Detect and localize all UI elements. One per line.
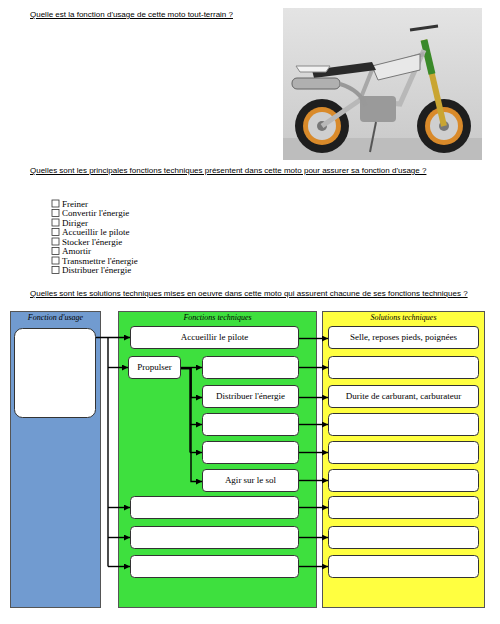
motorbike-photo [303, 107, 341, 145]
checkbox [52, 200, 59, 274]
layout-arrow [299, 452, 328, 453]
box-label: Propulser [137, 362, 172, 373]
box-label: Accueillir le pilote [181, 332, 248, 343]
checklist-item: Convertir l'énergie [62, 208, 129, 218]
connector-layer [181, 339, 328, 482]
box-label: Distribuer l'énergie [216, 391, 285, 402]
empty-answer-box [131, 497, 299, 519]
question-text: Quelles sont les solutions techniques mi… [30, 289, 492, 299]
empty-answer-box [203, 357, 299, 379]
checkbox [52, 200, 59, 207]
empty-answer-box [15, 329, 96, 418]
checkbox [52, 257, 59, 264]
checklist-item: Freiner [62, 199, 88, 209]
layout-arrow [96, 338, 328, 567]
column-panel: Fonctions techniquesAccueillir le pilote… [118, 311, 317, 608]
column-heading: Fonctions techniques [118, 313, 317, 323]
checkbox [52, 229, 59, 236]
layout-arrow [299, 507, 328, 508]
empty-answer-box [329, 556, 479, 578]
motorbike-photo [292, 78, 340, 89]
function-box: Distribuer l'énergie [202, 385, 299, 408]
function-box: Selle, reposes pieds, poignées [328, 326, 479, 349]
box-label: Durite de carburant, carburateur [346, 391, 461, 402]
empty-answer-box [329, 527, 479, 549]
motorbike-photo [372, 54, 420, 80]
layout-arrow [299, 566, 328, 567]
layout-arrow [190, 424, 202, 425]
empty-answer-box [131, 556, 299, 578]
motorbike-photo [424, 40, 444, 126]
function-box: Accueillir le pilote [130, 326, 299, 349]
checkbox [52, 210, 59, 217]
question-text: Quelle est la fonction d'usage de cette … [30, 10, 280, 20]
box-label: Selle, reposes pieds, poignées [350, 332, 457, 343]
motorbike-photo [295, 99, 349, 153]
box-label: Agir sur le sol [225, 475, 276, 486]
empty-answer-box [203, 414, 299, 436]
layout-arrow [96, 337, 130, 338]
motorbike-photo [424, 40, 432, 74]
motorbike-photo [283, 8, 482, 160]
checklist-item: Accueillir le pilote [62, 227, 129, 237]
motorbike-photo [360, 54, 424, 100]
checkbox [52, 248, 59, 255]
question-text: Quelles sont les principales fonctions t… [30, 166, 492, 176]
checkbox [52, 219, 59, 226]
function-box: Durite de carburant, carburateur [328, 385, 479, 408]
panel-ground [323, 312, 485, 608]
motorbike-photo [360, 96, 396, 122]
empty-answer-box [329, 414, 479, 436]
checklist-item: Distribuer l'énergie [62, 265, 131, 275]
motorbike-photo [296, 66, 330, 72]
column-panel: Fonction d'usage [10, 311, 101, 608]
layout-arrow [299, 424, 328, 425]
motorbike-photo [340, 84, 366, 106]
panel-ground [11, 312, 101, 608]
checklist-item: Transmettre l'énergie [62, 256, 138, 266]
checkbox [52, 267, 59, 274]
layout-arrow [299, 537, 328, 538]
empty-answer-box [329, 497, 479, 519]
column-panel: Solutions techniquesSelle, reposes pieds… [322, 311, 485, 608]
function-box: Agir sur le sol [202, 469, 299, 492]
panel-ground [119, 312, 317, 608]
layout-arrow [108, 537, 130, 538]
empty-answer-box [203, 442, 299, 464]
connector-arrow [181, 369, 202, 482]
layout-arrow [107, 338, 108, 567]
connector-arrow [299, 397, 328, 398]
layout-arrow [108, 566, 130, 567]
column-heading: Fonction d'usage [10, 313, 101, 323]
motorbike-photo [370, 122, 376, 152]
motorbike-photo [283, 8, 482, 160]
layout-arrow [108, 367, 128, 368]
layout-arrow [108, 507, 130, 508]
empty-answer-box [131, 527, 299, 549]
empty-answer-box [329, 470, 479, 492]
function-box: Propulser [128, 356, 181, 379]
checklist-item: Diriger [62, 218, 88, 228]
motorbike-photo [308, 112, 336, 140]
motorbike-photo [410, 26, 438, 30]
layout-arrow [190, 452, 202, 453]
checklist-item: Amortir [62, 246, 91, 256]
empty-answer-box [329, 442, 479, 464]
connector-arrow [299, 338, 328, 339]
empty-answer-box [15, 329, 479, 578]
layout-arrow [299, 367, 328, 368]
checkbox [52, 238, 59, 245]
column-heading: Solutions techniques [322, 313, 485, 323]
layout-arrow [299, 480, 328, 481]
checklist-item: Stocker l'énergie [62, 237, 122, 247]
empty-answer-box [329, 357, 479, 379]
panel-ground [11, 312, 485, 608]
